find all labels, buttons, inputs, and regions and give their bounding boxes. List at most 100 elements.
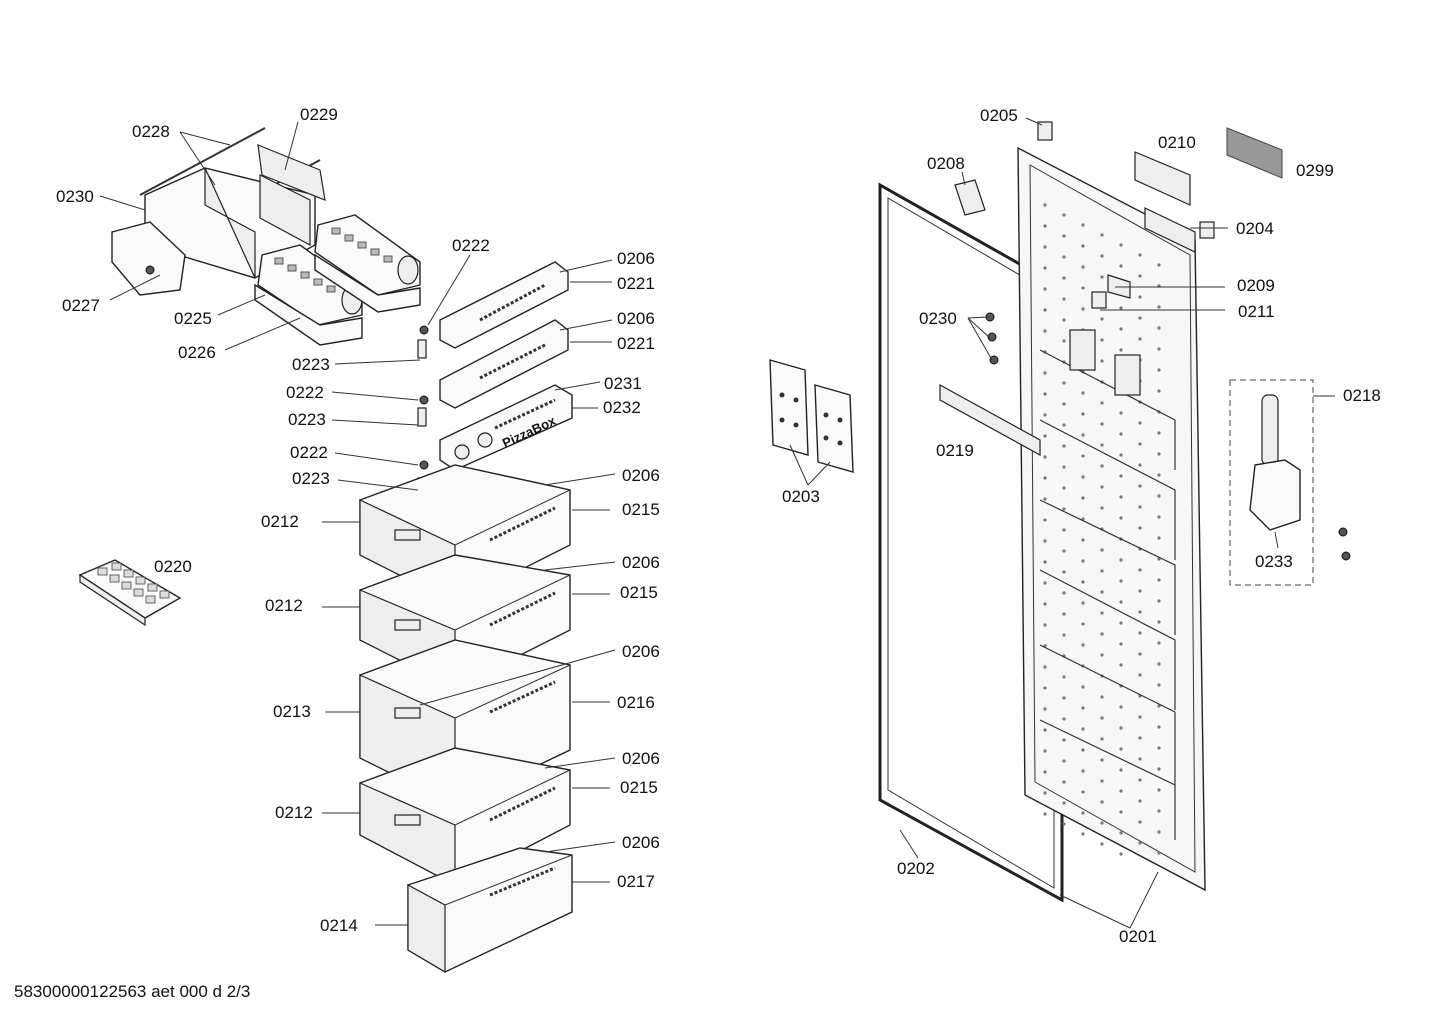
label-0218: 0218 — [1343, 386, 1381, 405]
liner-dot — [1081, 790, 1085, 794]
label-0206-d: 0206 — [622, 553, 660, 572]
label-0213: 0213 — [273, 702, 311, 721]
label-0206-a: 0206 — [617, 249, 655, 268]
liner-dot — [1119, 348, 1123, 352]
liner-dot — [1043, 686, 1047, 690]
ice-cube-tray — [78, 559, 182, 627]
liner-dot — [1043, 581, 1047, 585]
liner-dot — [1081, 685, 1085, 689]
liner-dot — [1100, 254, 1104, 258]
label-0206-f: 0206 — [622, 749, 660, 768]
liner-dot — [1081, 496, 1085, 500]
label-0221-b: 0221 — [617, 334, 655, 353]
label-0223-b: 0223 — [288, 410, 326, 429]
label-0204: 0204 — [1236, 219, 1274, 238]
liner-dot — [1100, 443, 1104, 447]
liner-dot — [1138, 484, 1142, 488]
liner-dot — [1119, 726, 1123, 730]
liner-dot — [1062, 507, 1066, 511]
liner-dot — [1081, 727, 1085, 731]
liner-dot — [1119, 768, 1123, 772]
liner-dot — [1081, 307, 1085, 311]
label-0221-a: 0221 — [617, 274, 655, 293]
liner-dot — [1081, 454, 1085, 458]
liner-dot — [1081, 412, 1085, 416]
liner-dot — [1043, 371, 1047, 375]
liner-dot — [1062, 633, 1066, 637]
liner-dot — [1157, 599, 1161, 603]
liner-dot — [1119, 453, 1123, 457]
liner-dot — [1157, 851, 1161, 855]
label-0205: 0205 — [980, 106, 1018, 125]
liner-dot — [1157, 809, 1161, 813]
liner-dot — [1043, 476, 1047, 480]
liner-dot — [1081, 433, 1085, 437]
liner-dot — [1157, 494, 1161, 498]
liner-dot — [1138, 673, 1142, 677]
liner-dot — [1043, 602, 1047, 606]
label-0209: 0209 — [1237, 276, 1275, 295]
liner-dot — [1100, 569, 1104, 573]
liner-dot — [1100, 506, 1104, 510]
liner-dot — [1100, 716, 1104, 720]
label-0211: 0211 — [1238, 302, 1275, 321]
liner-dot — [1062, 255, 1066, 259]
label-0201: 0201 — [1119, 927, 1157, 946]
liner-dot — [1138, 505, 1142, 509]
liner-dot — [1138, 757, 1142, 761]
liner-dot — [1100, 464, 1104, 468]
label-0217: 0217 — [617, 872, 655, 891]
liner-dot — [1081, 286, 1085, 290]
liner-dot — [1119, 327, 1123, 331]
label-0215-a: 0215 — [622, 500, 660, 519]
liner-dot — [1043, 707, 1047, 711]
liner-dot — [1138, 631, 1142, 635]
liner-dot — [1100, 485, 1104, 489]
liner-dot — [1043, 287, 1047, 291]
liner-dot — [1138, 253, 1142, 257]
liner-dot — [1119, 852, 1123, 856]
liner-dot — [1081, 601, 1085, 605]
label-0206-c: 0206 — [622, 466, 660, 485]
liner-dot — [1043, 791, 1047, 795]
liner-dot — [1081, 643, 1085, 647]
liner-dot — [1081, 244, 1085, 248]
liner-dot — [1157, 305, 1161, 309]
liner-dot — [1062, 570, 1066, 574]
label-0202: 0202 — [897, 859, 935, 878]
label-0222-c: 0222 — [290, 443, 328, 462]
label-0215-c: 0215 — [620, 778, 658, 797]
liner-dot — [1138, 715, 1142, 719]
liner-dot — [1138, 421, 1142, 425]
liner-dot — [1062, 213, 1066, 217]
label-0230-left: 0230 — [56, 187, 94, 206]
liner-dot — [1138, 820, 1142, 824]
liner-dot — [1081, 538, 1085, 542]
liner-dot — [1062, 801, 1066, 805]
liner-dot — [1138, 589, 1142, 593]
liner-dot — [1138, 778, 1142, 782]
liner-dot — [1043, 203, 1047, 207]
liner-dot — [1138, 274, 1142, 278]
label-0206-b: 0206 — [617, 309, 655, 328]
liner-dot — [1157, 536, 1161, 540]
liner-dot — [1043, 623, 1047, 627]
liner-dot — [1062, 486, 1066, 490]
liner-dot — [1100, 359, 1104, 363]
liner-dot — [1119, 810, 1123, 814]
liner-dot — [1100, 779, 1104, 783]
liner-dot — [1043, 749, 1047, 753]
label-0230-right: 0230 — [919, 309, 957, 328]
liner-dot — [1043, 329, 1047, 333]
label-0231: 0231 — [604, 374, 642, 393]
liner-dot — [1062, 318, 1066, 322]
label-0228: 0228 — [132, 122, 170, 141]
liner-dot — [1062, 528, 1066, 532]
liner-dot — [1157, 767, 1161, 771]
liner-dot — [1043, 812, 1047, 816]
liner-dot — [1081, 265, 1085, 269]
liner-dot — [1157, 389, 1161, 393]
label-0232: 0232 — [603, 398, 641, 417]
liner-dot — [1062, 444, 1066, 448]
